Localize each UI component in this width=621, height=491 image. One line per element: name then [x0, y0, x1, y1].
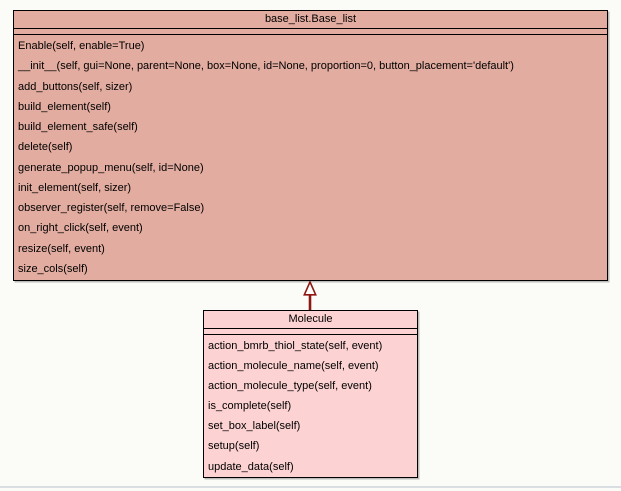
method-row: action_molecule_name(self, event) [208, 360, 379, 373]
method-row: action_molecule_type(self, event) [208, 380, 372, 393]
class-node-molecule[interactable]: Molecule action_bmrb_thiol_state(self, e… [203, 310, 418, 478]
method-row: __init__(self, gui=None, parent=None, bo… [18, 60, 514, 73]
class-node-base-list[interactable]: base_list.Base_list Enable(self, enable=… [13, 10, 608, 281]
method-row: action_bmrb_thiol_state(self, event) [208, 340, 383, 352]
method-row: setup(self) [208, 440, 260, 453]
method-row: generate_popup_menu(self, id=None) [18, 161, 204, 174]
method-row: on_right_click(self, event) [18, 222, 143, 235]
method-row: Enable(self, enable=True) [18, 40, 145, 52]
window-divider [0, 486, 621, 488]
inheritance-arrow [303, 281, 317, 311]
methods-compartment-base-list: Enable(self, enable=True) __init__(self, … [14, 35, 607, 279]
hollow-triangle-arrowhead-icon [303, 281, 317, 296]
method-row: update_data(self) [208, 460, 294, 473]
method-row: size_cols(self) [18, 262, 88, 275]
attributes-compartment-molecule [204, 329, 417, 335]
method-row: is_complete(self) [208, 400, 292, 413]
method-row: add_buttons(self, sizer) [18, 80, 133, 93]
method-row: observer_register(self, remove=False) [18, 202, 205, 214]
attributes-compartment-base-list [14, 29, 607, 35]
method-row: init_element(self, sizer) [18, 181, 132, 194]
method-row: build_element_safe(self) [18, 121, 138, 133]
class-title-base-list: base_list.Base_list [14, 11, 607, 29]
method-row: resize(self, event) [18, 242, 105, 255]
method-row: set_box_label(self) [208, 420, 301, 433]
methods-compartment-molecule: action_bmrb_thiol_state(self, event) acti… [204, 335, 417, 477]
class-title-molecule: Molecule [204, 311, 417, 329]
method-row: delete(self) [18, 141, 73, 154]
method-row: build_element(self) [18, 100, 111, 113]
